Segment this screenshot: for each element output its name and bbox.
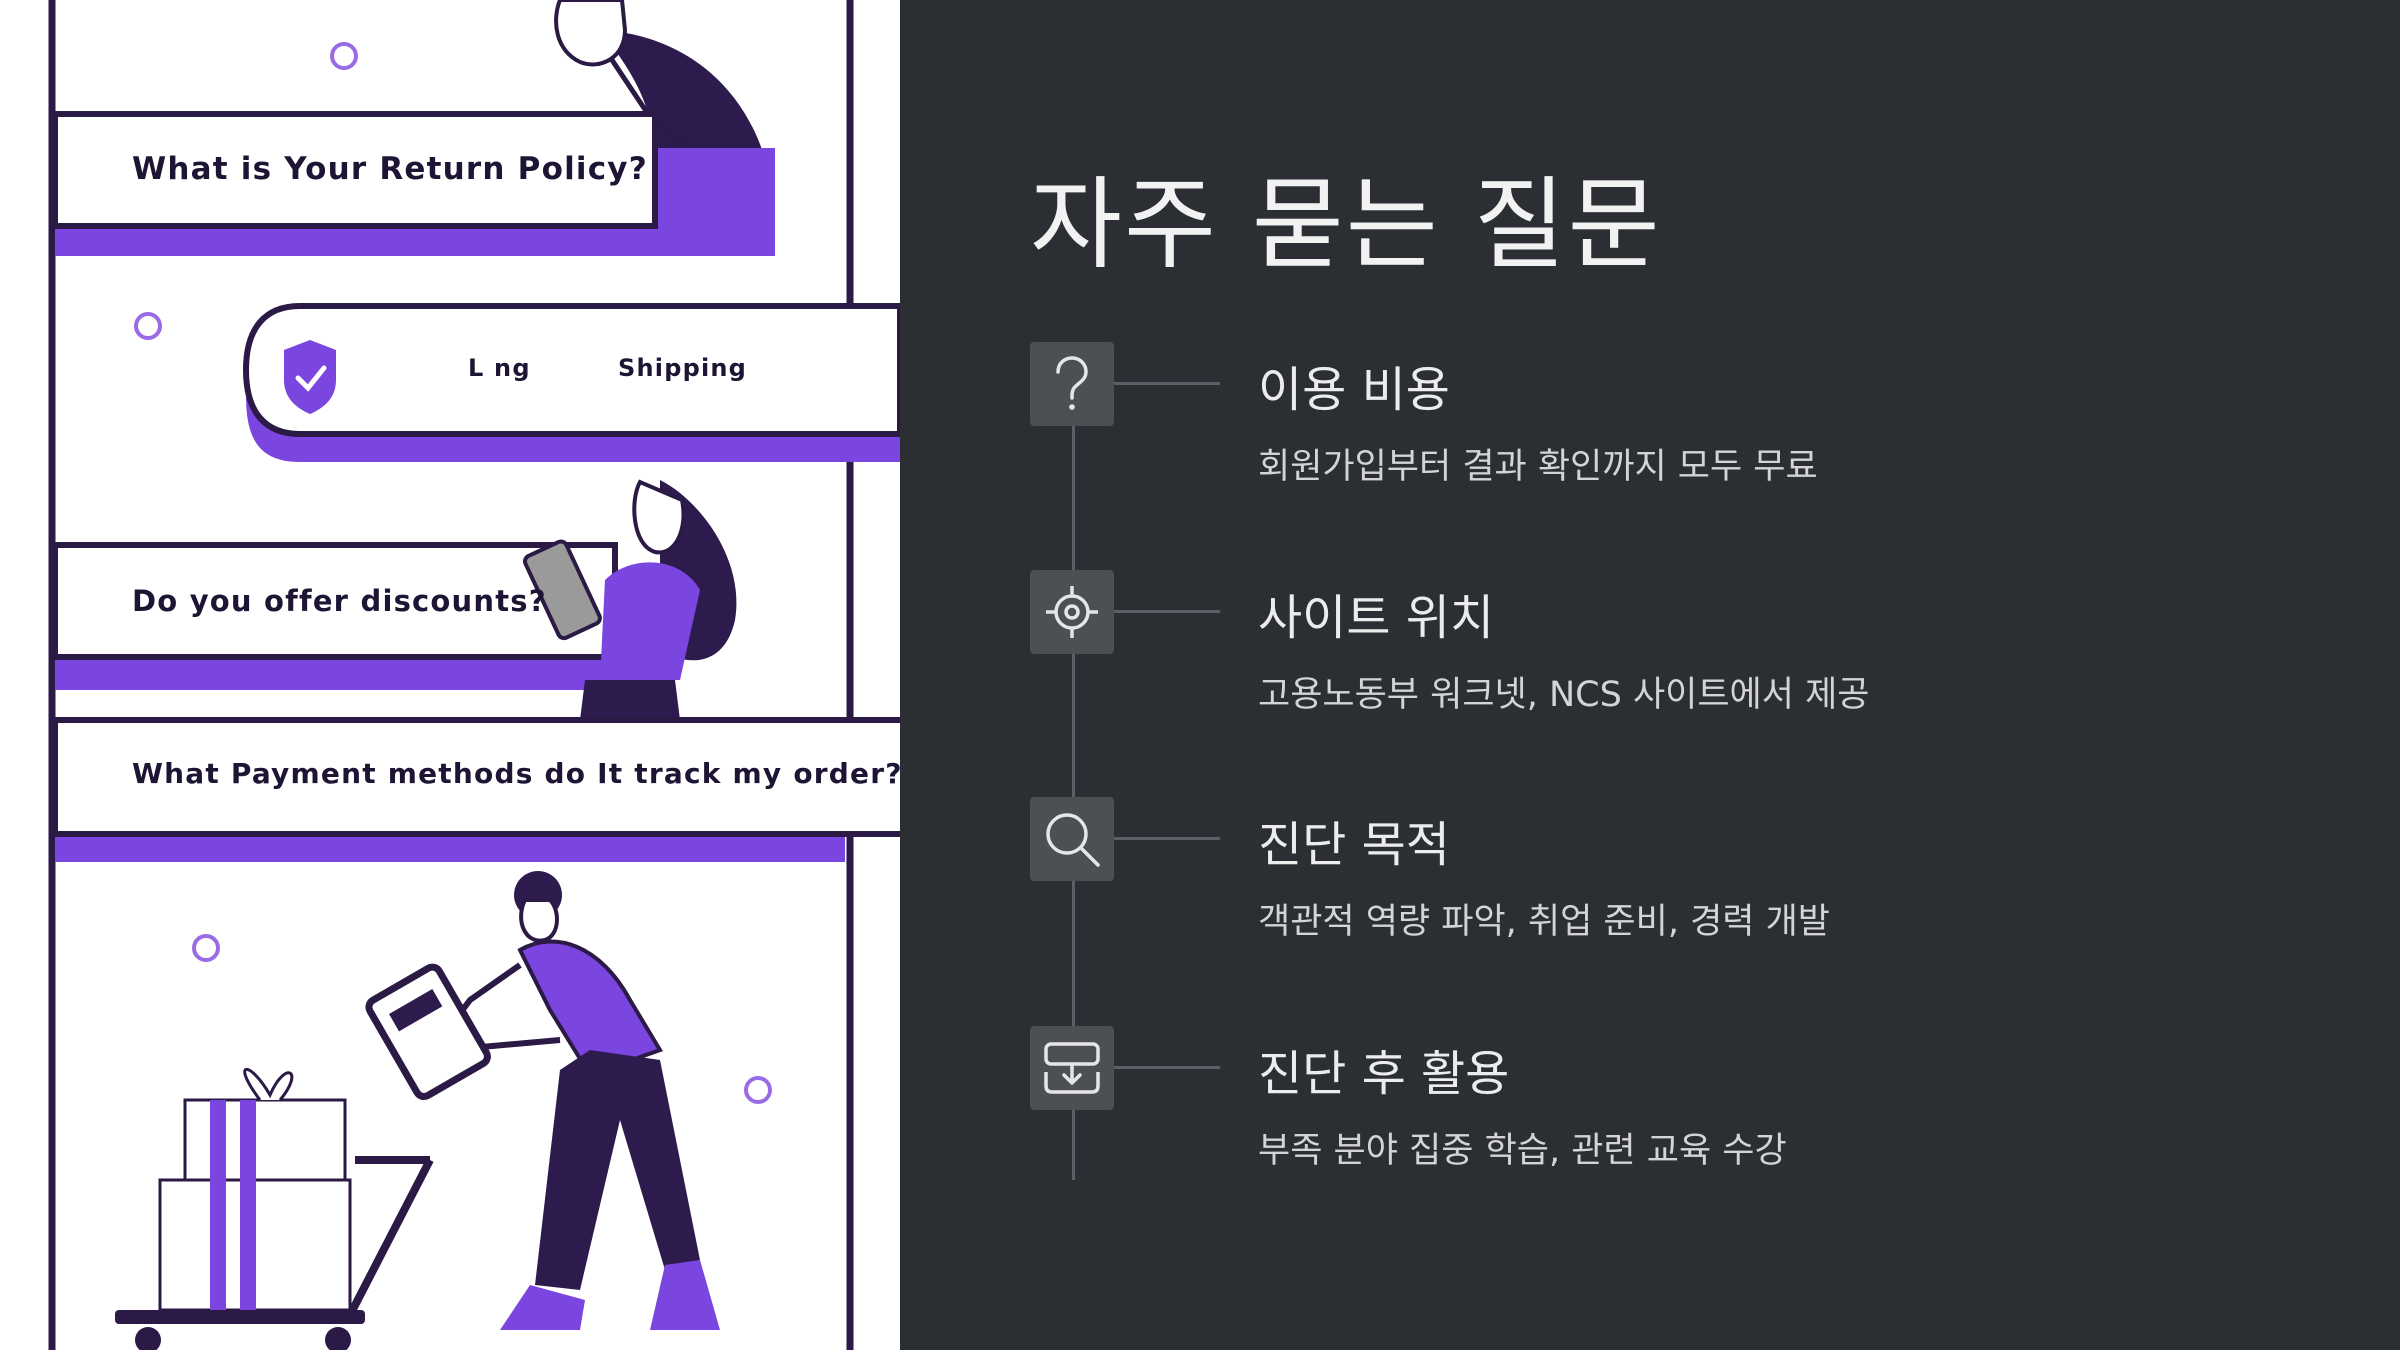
illustration-artwork: [48, 0, 900, 1350]
item-title: 진단 후 활용: [1258, 1046, 1510, 1102]
timeline-line: [1072, 380, 1075, 1180]
faq-illustration: What is Your Return Policy? L ng Shippin…: [0, 0, 900, 1350]
timeline-connector: [1114, 610, 1220, 613]
faq-item-purpose: 진단 목적 객관적 역량 파악, 취업 준비, 경력 개발: [1030, 797, 2330, 967]
shipping-prefix: L ng: [468, 354, 531, 382]
timeline-connector: [1114, 1066, 1220, 1069]
faq-panel: 자주 묻는 질문 이용 비용 회원가입부터 결과 확인까지 모두 무료 사이트 …: [900, 0, 2400, 1350]
page-title: 자주 묻는 질문: [1030, 166, 1662, 283]
target-icon: [1030, 570, 1114, 654]
timeline-connector: [1114, 837, 1220, 840]
shipping-label: Shipping: [618, 354, 748, 382]
item-description: 부족 분야 집중 학습, 관련 교육 수강: [1258, 1131, 1787, 1171]
item-title: 진단 목적: [1258, 817, 1450, 873]
item-title: 사이트 위치: [1258, 590, 1495, 646]
timeline-connector: [1114, 382, 1220, 385]
download-tray-icon: [1030, 1026, 1114, 1110]
shield-icon: [284, 340, 336, 414]
faq-item-cost: 이용 비용 회원가입부터 결과 확인까지 모두 무료: [1030, 342, 2330, 512]
item-description: 고용노동부 워크넷, NCS 사이트에서 제공: [1258, 675, 1870, 715]
faq-card-payment: What Payment methods do It track my orde…: [132, 757, 900, 790]
item-title: 이용 비용: [1258, 362, 1450, 418]
item-description: 회원가입부터 결과 확인까지 모두 무료: [1258, 447, 1818, 487]
faq-card-return-policy: What is Your Return Policy?: [132, 151, 648, 187]
question-icon: [1030, 342, 1114, 426]
item-description: 객관적 역량 파악, 취업 준비, 경력 개발: [1258, 902, 1831, 942]
faq-card-discounts: Do you offer discounts?: [132, 584, 547, 618]
faq-item-usage: 진단 후 활용 부족 분야 집중 학습, 관련 교육 수강: [1030, 1026, 2330, 1196]
search-icon: [1030, 797, 1114, 881]
faq-item-site: 사이트 위치 고용노동부 워크넷, NCS 사이트에서 제공: [1030, 570, 2330, 740]
